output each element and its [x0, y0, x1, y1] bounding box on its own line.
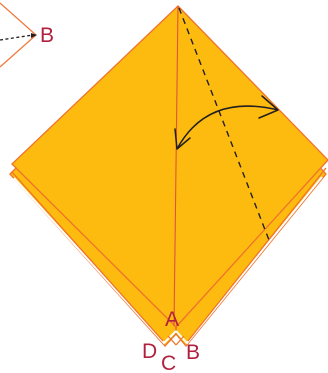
- label-d: D: [142, 340, 157, 363]
- label-b: B: [186, 341, 200, 364]
- paper-front-layer: [12, 6, 328, 327]
- label-c: C: [161, 352, 176, 373]
- inset-outline: [0, 3, 36, 67]
- inset-diagram: B: [0, 3, 54, 67]
- inset-dashed-fold: [0, 35, 33, 40]
- inset-label-b: B: [40, 24, 54, 47]
- label-a: A: [165, 308, 179, 331]
